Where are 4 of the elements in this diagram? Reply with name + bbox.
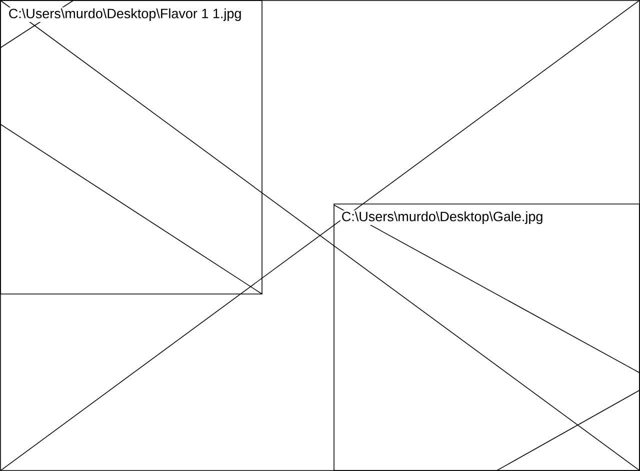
file-path-text: C:\Users\murdo\Desktop\Flavor 1 1.jpg — [7, 7, 243, 22]
image-frame — [334, 204, 640, 471]
image-frame — [0, 0, 262, 294]
file-path-text: C:\Users\murdo\Desktop\Gale.jpg — [340, 210, 544, 225]
